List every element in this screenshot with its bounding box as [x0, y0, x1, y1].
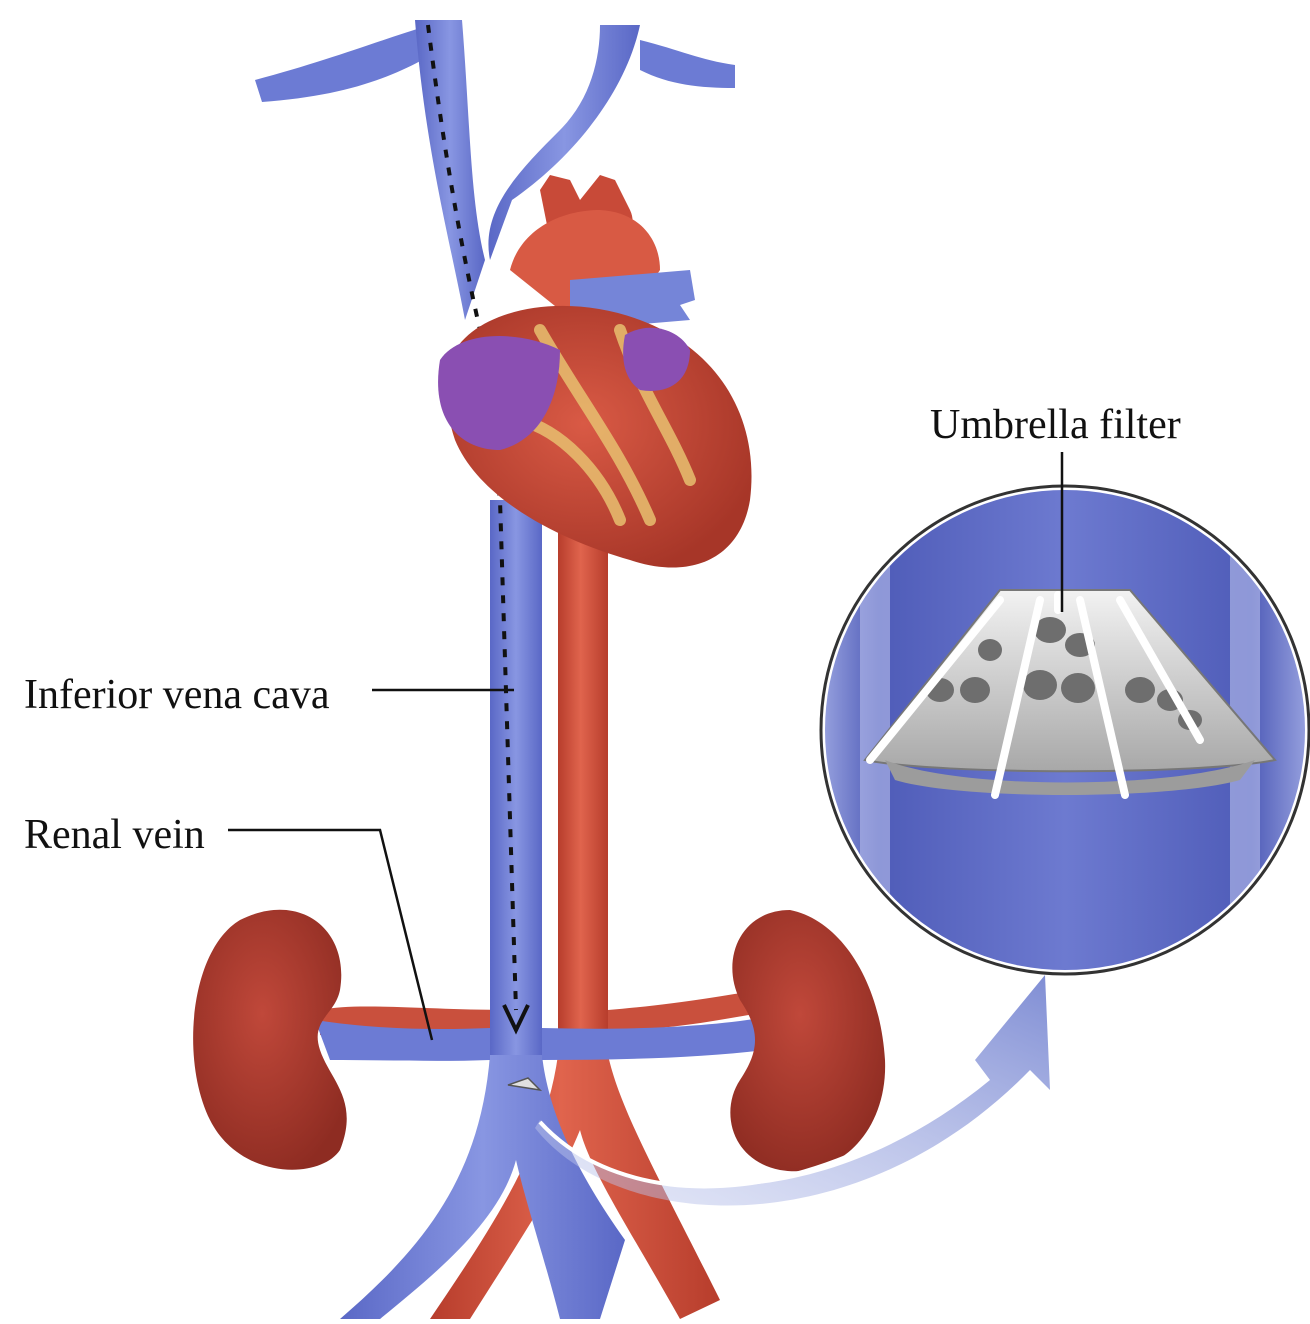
label-inferior-vena-cava: Inferior vena cava	[24, 674, 329, 716]
heart-illustration	[438, 175, 751, 568]
label-renal-vein: Renal vein	[24, 814, 205, 856]
magnify-inset	[820, 480, 1310, 980]
label-umbrella-filter: Umbrella filter	[930, 404, 1181, 446]
